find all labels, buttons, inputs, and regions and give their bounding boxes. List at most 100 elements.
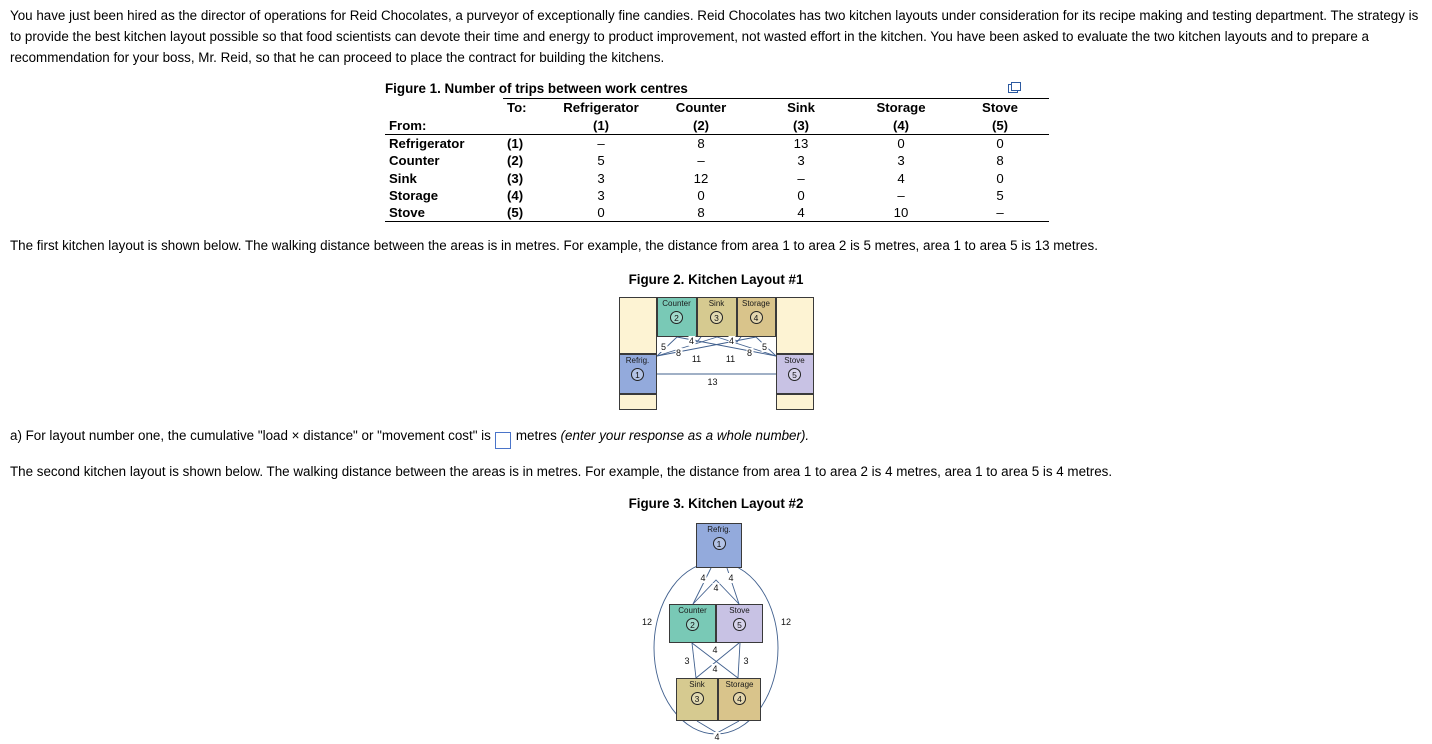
trips-value: 4 [897,170,905,186]
table-row: Sink (3) 3 12 – 4 0 [385,170,1049,187]
distance-2-5: 4 [712,582,720,593]
kitchen-layout-2-diagram: Refrig. 1 Counter 2 Stove 5 Sink 3 Stora… [626,516,806,744]
trips-value: 0 [996,170,1004,186]
sink-box: Sink 3 [676,677,718,721]
trips-value: 3 [597,170,605,186]
row-num: (3) [507,170,524,186]
sink-box: Sink 3 [696,297,737,338]
col-name: Storage [851,98,951,117]
trips-value: 0 [551,204,651,223]
box-label: Storage [741,299,771,309]
layout2-description: The second kitchen layout is shown below… [10,463,1113,479]
box-label: Counter [678,605,707,615]
trips-value: 8 [697,135,705,151]
distance-1-3: 8 [674,348,683,359]
distance-1-5: 4 [727,572,735,583]
table-header-row-to: To: Refrigerator Counter Sink Storage St… [385,98,1049,117]
trips-value: 12 [693,170,709,186]
counter-box: Counter 2 [656,297,697,338]
trips-value: 3 [597,187,605,203]
trips-value: 8 [996,153,1004,169]
trips-value: 3 [797,153,805,169]
distance-3-5: 8 [745,348,754,359]
box-label: Sink [689,679,705,689]
empty-area-box [775,394,814,411]
empty-cell [385,99,503,117]
empty-area-box [618,297,657,355]
trips-value: 0 [897,135,905,151]
trips-value: – [897,187,905,203]
stove-box: Stove 5 [775,354,814,395]
empty-area-box [775,297,814,355]
answer-input[interactable] [494,431,511,449]
col-num: (1) [551,116,651,135]
counter-box: Counter 2 [669,603,716,643]
col-name: Counter [651,98,751,117]
distance-1-4: 12 [779,616,793,627]
row-name: Counter [389,153,440,169]
box-number: 2 [686,617,699,631]
row-num: (4) [507,187,524,203]
trips-value: – [951,204,1049,223]
col-num: (2) [651,116,751,135]
stove-box: Stove 5 [716,603,763,643]
table-row: Refrigerator (1) – 8 13 0 0 [385,134,1049,152]
figure1-title: Figure 1. Number of trips between work c… [385,81,688,97]
distance-1-5: 13 [706,377,719,388]
layout1-connection-lines [656,336,776,375]
col-name: Stove [951,98,1049,117]
trips-value: 0 [697,187,705,203]
trips-value: 10 [851,204,951,223]
refrigerator-box: Refrig. 1 [618,354,657,395]
distance-4-5: 3 [742,655,750,666]
col-name: Refrigerator [551,98,651,117]
row-num: (2) [507,153,524,169]
figure1-section: Figure 1. Number of trips between work c… [385,81,1049,223]
trips-value: 13 [793,135,809,151]
trips-value: – [797,170,805,186]
box-number: 1 [712,536,726,550]
question-a: a) For layout number one, the cumulative… [10,425,1422,449]
table-header-row-from: From: (1) (2) (3) (4) (5) [385,116,1049,135]
row-name: Refrigerator [389,135,465,151]
question-a-units: metres [515,428,557,444]
box-number: 2 [670,311,683,325]
trips-value: 8 [651,204,751,223]
box-label: Stove [729,605,750,615]
popout-icon[interactable] [1008,82,1021,94]
table-row: Stove (5) 0 8 4 10 – [385,204,1049,223]
storage-box: Storage 4 [718,677,761,721]
kitchen-layout-1-diagram: Refrig. 1 Counter 2 Sink 3 Storage 4 Sto… [618,294,814,411]
trips-value: 4 [751,204,851,223]
trips-value: – [597,135,605,151]
empty-area-box [618,394,657,411]
box-label: Refrig. [707,524,731,534]
distance-3-4: 4 [727,336,736,347]
to-label: To: [503,98,551,117]
row-name: Stove [385,204,503,223]
question-a-hint: (enter your response as a whole number). [560,428,810,444]
trips-value: 0 [797,187,805,203]
box-number: 4 [749,311,763,325]
distance-2-3: 4 [687,336,696,347]
box-number: 5 [788,368,801,382]
row-num: (5) [503,204,551,223]
col-num: (4) [851,116,951,135]
box-label: Sink [708,299,725,309]
trips-value: – [697,153,705,169]
trips-value: 5 [996,187,1004,203]
trips-table: To: Refrigerator Counter Sink Storage St… [385,98,1049,223]
col-num: (5) [951,116,1049,135]
box-number: 3 [710,311,723,325]
empty-cell [503,116,551,135]
distance-1-3: 12 [640,616,654,627]
box-label: Counter [662,299,691,309]
trips-value: 0 [996,135,1004,151]
box-label: Stove [784,356,805,366]
distance-2-5: 11 [724,354,737,365]
distance-3-5: 4 [711,663,719,674]
col-name: Sink [751,98,851,117]
box-label: Storage [725,679,754,689]
row-num: (1) [507,135,524,151]
